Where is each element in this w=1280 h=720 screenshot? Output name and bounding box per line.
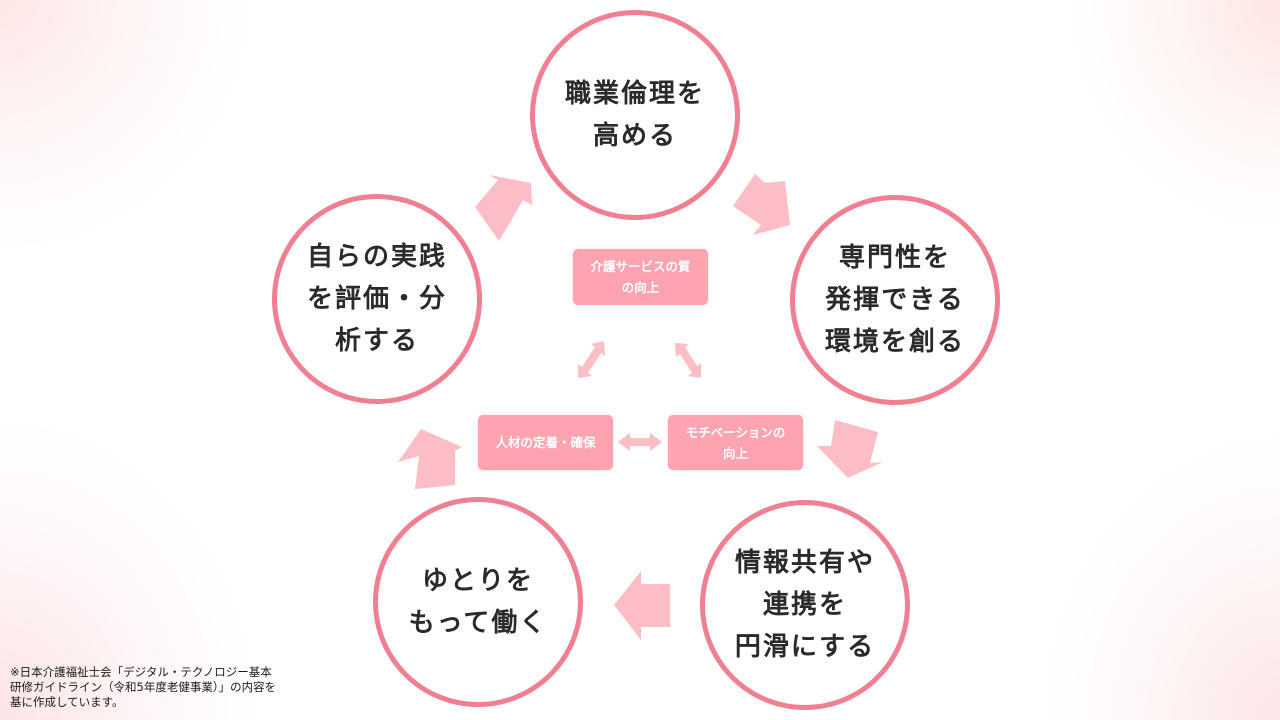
- arrow-up-right-icon: [475, 175, 532, 241]
- outcome-box-retention: 人材の定着・確保: [478, 415, 613, 470]
- node-text-line: 析する: [334, 326, 419, 356]
- node-text-line: 高める: [592, 121, 677, 151]
- node-text-line: 専門性を: [838, 243, 951, 273]
- outcome-text-line: の向上: [621, 280, 660, 295]
- arrow-left-icon: [614, 571, 670, 640]
- node-text-line: 環境を創る: [824, 327, 965, 357]
- arrow-down-right-icon: [733, 174, 790, 235]
- node-text-line: 円滑にする: [734, 632, 876, 662]
- cycle-node-work-with-margin: ゆとりを もって働く: [373, 497, 583, 707]
- double-arrow-icon: [578, 341, 605, 378]
- node-text-line: 情報共有や: [734, 548, 875, 578]
- outcome-text-line: 介護サービスの質: [590, 259, 691, 274]
- node-text-line: もって働く: [408, 608, 548, 638]
- node-text-line: を評価・分: [306, 284, 447, 314]
- node-text-line: 職業倫理を: [564, 79, 705, 109]
- node-text-line: ゆとりを: [421, 566, 534, 596]
- outcome-text-line: モチベーションの: [685, 424, 786, 440]
- double-arrow-icon: [618, 433, 662, 451]
- arrow-down-icon: [817, 420, 883, 478]
- double-arrow-icon: [675, 343, 701, 378]
- node-text-line: 連携を: [762, 590, 847, 620]
- cycle-node-self-evaluation: 自らの実践 を評価・分 析する: [272, 194, 482, 404]
- outcome-text-line: 向上: [722, 445, 748, 461]
- cycle-node-professional-ethics: 職業倫理を 高める: [530, 10, 740, 220]
- cycle-node-info-sharing: 情報共有や 連携を 円滑にする: [700, 500, 910, 710]
- outcome-text-line: 人材の定着・確保: [495, 435, 596, 450]
- source-footnote: ※日本介護福祉士会「デジタル・テクノロジー基本研修ガイドライン（令和5年度老健事…: [10, 665, 277, 709]
- cycle-node-expertise-environment: 専門性を 発揮できる 環境を創る: [790, 195, 1000, 405]
- outcome-box-quality: 介護サービスの質 の向上: [573, 249, 708, 305]
- node-text-line: 自らの実践: [306, 242, 447, 272]
- outcome-box-motivation: モチベーションの 向上: [668, 415, 803, 470]
- node-text-line: 発揮できる: [825, 285, 965, 315]
- arrow-up-icon: [398, 429, 462, 489]
